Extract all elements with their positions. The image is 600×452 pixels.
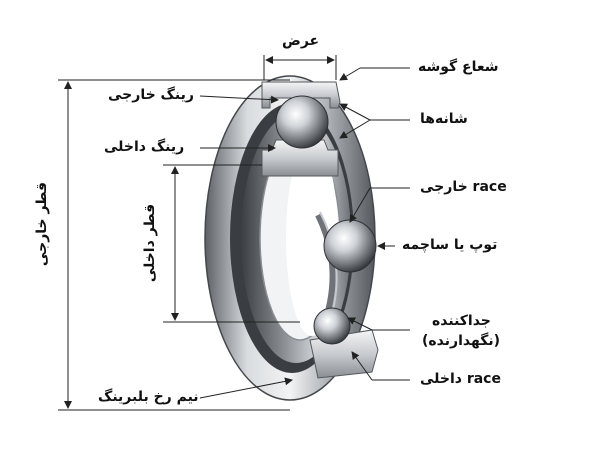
half-section-label: نیم رخ بلبرینگ xyxy=(98,389,199,405)
ball-bottom xyxy=(313,307,351,345)
outer-ring-label: رینگ خارجی xyxy=(108,87,194,103)
shoulders-label: شانه‌ها xyxy=(420,111,468,127)
corner-radius-label: شعاع گوشه xyxy=(418,59,499,75)
outer-ring-section-top xyxy=(261,81,341,109)
ball-label: توپ یا ساچمه xyxy=(402,237,498,253)
outer-race-leader xyxy=(349,187,371,223)
annotation-lines xyxy=(58,55,410,411)
ball-middle xyxy=(323,219,377,273)
outer-diameter-label: قطر خارجی xyxy=(34,182,50,267)
separator-label-line1: جداکننده xyxy=(432,313,491,329)
inner-ring-label: رینگ داخلی xyxy=(104,139,185,155)
separator-leader xyxy=(347,317,373,331)
corner-radius-leader xyxy=(339,67,361,81)
bore-highlight xyxy=(286,140,338,336)
ball-top xyxy=(275,95,329,149)
bearing-body xyxy=(204,75,379,401)
inner-race-label: race داخلی xyxy=(420,371,501,387)
outer-ring-leader xyxy=(199,95,279,104)
shoulders-leader-b xyxy=(339,119,371,139)
separator-label-line2: (نگهدارنده) xyxy=(422,333,500,349)
shoulders-leader-a xyxy=(339,103,371,121)
width-label: عرض xyxy=(282,33,320,49)
inner-diameter-label: قطر داخلی xyxy=(142,203,158,283)
inner-race-leader xyxy=(351,351,373,381)
outer-race-label: race خارجی xyxy=(420,179,507,195)
half-section-leader xyxy=(199,377,293,399)
